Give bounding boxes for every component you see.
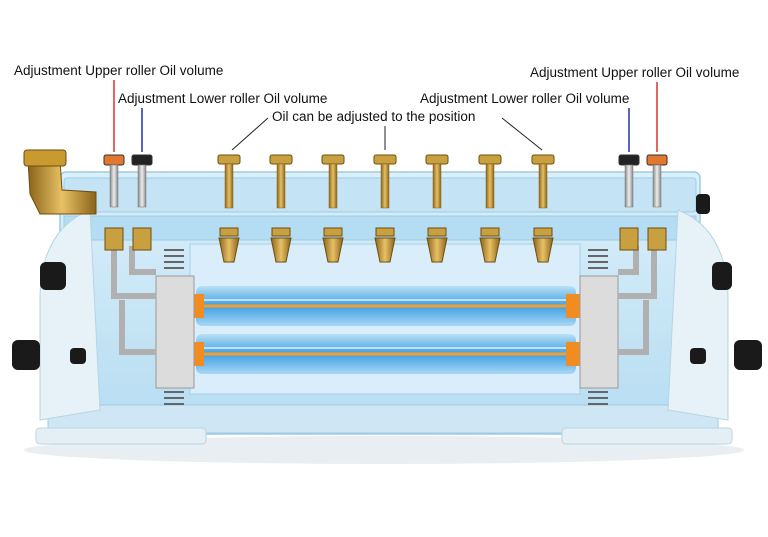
nozzle-stem-5 — [432, 163, 442, 209]
label-upper-roller-left: Adjustment Upper roller Oil volume — [14, 63, 224, 78]
left-lower-valve-cap — [131, 154, 153, 166]
label-adjustable-position: Oil can be adjusted to the position — [272, 109, 476, 124]
nozzle-tip-5 — [426, 237, 448, 263]
right-oil-pipe — [618, 246, 657, 355]
left-end-plate — [39, 209, 101, 421]
knob-right-small — [690, 348, 706, 364]
nozzle-stem-7 — [538, 163, 548, 209]
nozzle-tip-2 — [270, 237, 292, 263]
knob-left-lower — [12, 340, 40, 370]
center-oil-nozzles — [217, 154, 555, 263]
nozzle-tip-3 — [322, 237, 344, 263]
label-leader-lines — [113, 80, 658, 152]
left-foot — [35, 427, 207, 445]
nozzle-collar-7 — [533, 227, 553, 237]
nozzle-stem-4 — [380, 163, 390, 209]
nozzle-collar-6 — [480, 227, 500, 237]
right-upper-valve-body — [647, 227, 667, 251]
left-upper-valve-body — [104, 227, 124, 251]
brass-inlet-fitting — [27, 159, 97, 215]
roller-end-right-upper — [566, 294, 580, 318]
knob-right-lower — [734, 340, 762, 370]
nozzle-collar-5 — [427, 227, 447, 237]
nozzle-cap-6 — [478, 154, 502, 165]
right-end-plate — [667, 209, 729, 421]
nozzle-tip-1 — [218, 237, 240, 263]
label-lower-roller-left: Adjustment Lower roller Oil volume — [118, 91, 328, 106]
knob-right-top — [696, 194, 710, 214]
nozzle-cap-7 — [531, 154, 555, 165]
left-upper-valve-cap — [103, 154, 125, 166]
bearing-block-left — [155, 275, 195, 389]
knob-left-upper — [40, 262, 66, 290]
right-foot — [561, 427, 733, 445]
top-oil-channel — [63, 177, 697, 213]
nozzle-tip-4 — [374, 237, 396, 263]
leader-center-right — [501, 117, 543, 151]
right-lower-valve-stem — [624, 164, 634, 208]
nozzle-collar-4 — [375, 227, 395, 237]
right-lower-spring — [588, 391, 608, 405]
right-lower-valve-cap — [618, 154, 640, 166]
left-lower-valve-body — [132, 227, 152, 251]
right-upper-spring — [588, 249, 608, 269]
nozzle-cap-3 — [321, 154, 345, 165]
nozzle-cap-4 — [373, 154, 397, 165]
label-lower-roller-right: Adjustment Lower roller Oil volume — [420, 91, 630, 106]
left-upper-spring — [164, 249, 184, 269]
knob-right-upper — [712, 262, 732, 290]
left-lower-spring — [164, 391, 184, 405]
right-upper-valve-cap — [646, 154, 668, 166]
nozzle-stem-1 — [224, 163, 234, 209]
nozzle-stem-2 — [276, 163, 286, 209]
brass-inlet-cap — [23, 149, 67, 167]
nozzle-cap-1 — [217, 154, 241, 165]
label-upper-roller-right: Adjustment Upper roller Oil volume — [530, 65, 740, 80]
nozzle-cap-2 — [269, 154, 293, 165]
knob-left-small — [70, 348, 86, 364]
left-upper-valve-stem — [109, 164, 119, 208]
leader-center-left — [231, 117, 269, 151]
nozzle-tip-6 — [479, 237, 501, 263]
right-upper-valve-stem — [652, 164, 662, 208]
nozzle-cap-5 — [425, 154, 449, 165]
nozzle-stem-6 — [485, 163, 495, 209]
right-lower-valve-body — [619, 227, 639, 251]
nozzle-stem-3 — [328, 163, 338, 209]
nozzle-collar-2 — [271, 227, 291, 237]
roller-end-right-lower — [566, 342, 580, 366]
nozzle-collar-1 — [219, 227, 239, 237]
left-lower-valve-stem — [137, 164, 147, 208]
left-oil-pipe — [111, 246, 156, 355]
nozzle-tip-7 — [532, 237, 554, 263]
side-adjustment-valves — [103, 154, 668, 251]
nozzle-collar-3 — [323, 227, 343, 237]
bearing-block-right — [579, 275, 619, 389]
